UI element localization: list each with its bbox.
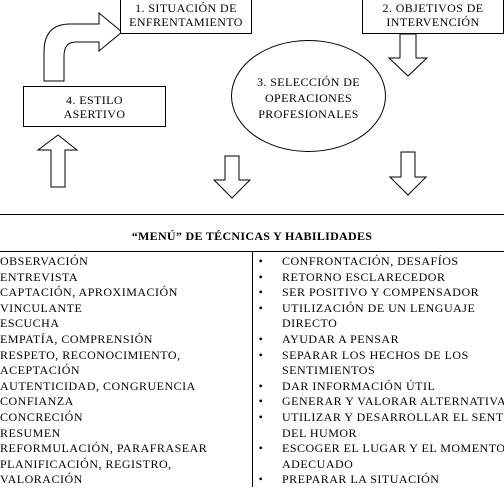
curved-arrow-to-box1	[43, 11, 123, 82]
technique-item: CONCRECIÓN	[0, 409, 84, 424]
bullet-icon: •	[258, 472, 264, 487]
skill-item: • UTILIZACIÓN DE UN LENGUAJE	[256, 301, 504, 317]
technique-item: VINCULANTE	[0, 300, 83, 315]
skill-item: • SER POSITIVO Y COMPENSADOR	[256, 285, 504, 301]
skill-text: SER POSITIVO Y COMPENSADOR	[282, 285, 480, 300]
technique-item: RESUMEN	[0, 425, 61, 440]
skill-text: UTILIZAR Y DESARROLLAR EL SENTIDO	[282, 409, 504, 424]
bullet-icon: •	[258, 254, 264, 268]
box-situacion-enfrentamiento: 1. SITUACIÓN DE ENFRENTAMIENTO	[120, 0, 252, 34]
bullet-icon: •	[258, 441, 264, 456]
down-arrow-right	[388, 151, 428, 196]
technique-item: CONFIANZA	[0, 394, 74, 409]
skill-item-continuation: ADECUADO	[282, 456, 354, 471]
technique-item: REFORMULACIÓN, PARAFRASEAR	[0, 441, 208, 456]
down-arrow-center	[212, 155, 252, 199]
technique-item: EMPATÍA, COMPRENSIÓN	[0, 331, 153, 346]
technique-item: ESCUCHA	[0, 316, 60, 331]
technique-item: CAPTACIÓN, APROXIMACIÓN	[0, 285, 178, 300]
skill-item-continuation: DEL HUMOR	[282, 425, 358, 440]
skill-text: GENERAR Y VALORAR ALTERNATIVAS	[282, 394, 504, 409]
bullet-icon: •	[258, 331, 264, 346]
skill-item: • PREPARAR LA SITUACIÓN	[256, 472, 504, 488]
skill-item-continuation: DIRECTO	[282, 316, 338, 331]
skill-item: • AYUDAR A PENSAR	[256, 332, 504, 348]
skill-item: • SEPARAR LOS HECHOS DE LOS	[256, 348, 504, 364]
ellipse-seleccion-operaciones: 3. SELECCIÓN DE OPERACIONES PROFESIONALE…	[231, 40, 386, 152]
skill-item: • DAR INFORMACIÓN ÚTIL	[256, 379, 504, 395]
technique-item: PLANIFICACIÓN, REGISTRO,	[0, 456, 172, 471]
up-arrow-left	[36, 134, 79, 188]
box4-line2: ASERTIVO	[63, 107, 126, 121]
skill-item: • UTILIZAR Y DESARROLLAR EL SENTIDO	[256, 410, 504, 426]
technique-item: ENTREVISTA	[0, 269, 79, 284]
skill-text: CONFRONTACIÓN, DESAFÍOS	[282, 254, 459, 268]
box2-line2: INTERVENCIÓN	[386, 15, 480, 29]
skill-text: ESCOGER EL LUGAR Y EL MOMENTO	[282, 441, 504, 456]
skill-item: • GENERAR Y VALORAR ALTERNATIVAS	[256, 394, 504, 410]
skill-text: SEPARAR LOS HECHOS DE LOS	[282, 347, 469, 362]
ellipse3-line2: OPERACIONES	[264, 91, 353, 105]
technique-item: OBSERVACIÓN	[0, 254, 89, 268]
box-objetivos-intervencion: 2. OBJETIVOS DE INTERVENCIÓN	[362, 0, 504, 34]
skill-text: AYUDAR A PENSAR	[282, 331, 400, 346]
ellipse3-line1: 3. SELECCIÓN DE	[257, 75, 360, 89]
technique-item: AUTENTICIDAD, CONGRUENCIA	[0, 378, 196, 393]
bullet-icon: •	[258, 409, 264, 424]
bullet-icon: •	[258, 347, 264, 362]
bullet-icon: •	[258, 269, 264, 284]
down-arrow-box2	[387, 33, 429, 77]
skill-text: UTILIZACIÓN DE UN LENGUAJE	[282, 300, 476, 315]
bullet-icon: •	[258, 378, 264, 393]
box2-line1: 2. OBJETIVOS DE	[382, 1, 484, 15]
skill-item: • RETORNO ESCLARECEDOR	[256, 270, 504, 286]
box1-line2: ENFRENTAMIENTO	[129, 15, 243, 29]
technique-item: RESPETO, RECONOCIMIENTO,	[0, 347, 181, 362]
technique-item: ACEPTACIÓN	[0, 363, 81, 378]
skill-item: • ESCOGER EL LUGAR Y EL MOMENTO	[256, 441, 504, 457]
skill-item-continuation: SENTIMIENTOS	[282, 363, 376, 378]
table-title: “MENÚ” DE TÉCNICAS Y HABILIDADES	[131, 229, 373, 243]
skill-text: RETORNO ESCLARECEDOR	[282, 269, 446, 284]
box4-line1: 4. ESTILO	[66, 93, 123, 107]
right-column: • CONFRONTACIÓN, DESAFÍOS • RETORNO ESCLARE…	[256, 254, 504, 488]
bullet-icon: •	[258, 394, 264, 409]
skill-text: PREPARAR LA SITUACIÓN	[282, 472, 440, 487]
box1-line1: 1. SITUACIÓN DE	[135, 1, 237, 15]
bullet-icon: •	[258, 300, 264, 315]
bullet-icon: •	[258, 285, 264, 300]
technique-item: VALORACIÓN	[0, 472, 83, 487]
skill-text: DAR INFORMACIÓN ÚTIL	[282, 378, 436, 393]
box-estilo-asertivo: 4. ESTILO ASERTIVO	[23, 86, 166, 127]
ellipse3-line3: PROFESIONALES	[258, 107, 359, 121]
skill-item: • CONFRONTACIÓN, DESAFÍOS	[256, 254, 504, 270]
